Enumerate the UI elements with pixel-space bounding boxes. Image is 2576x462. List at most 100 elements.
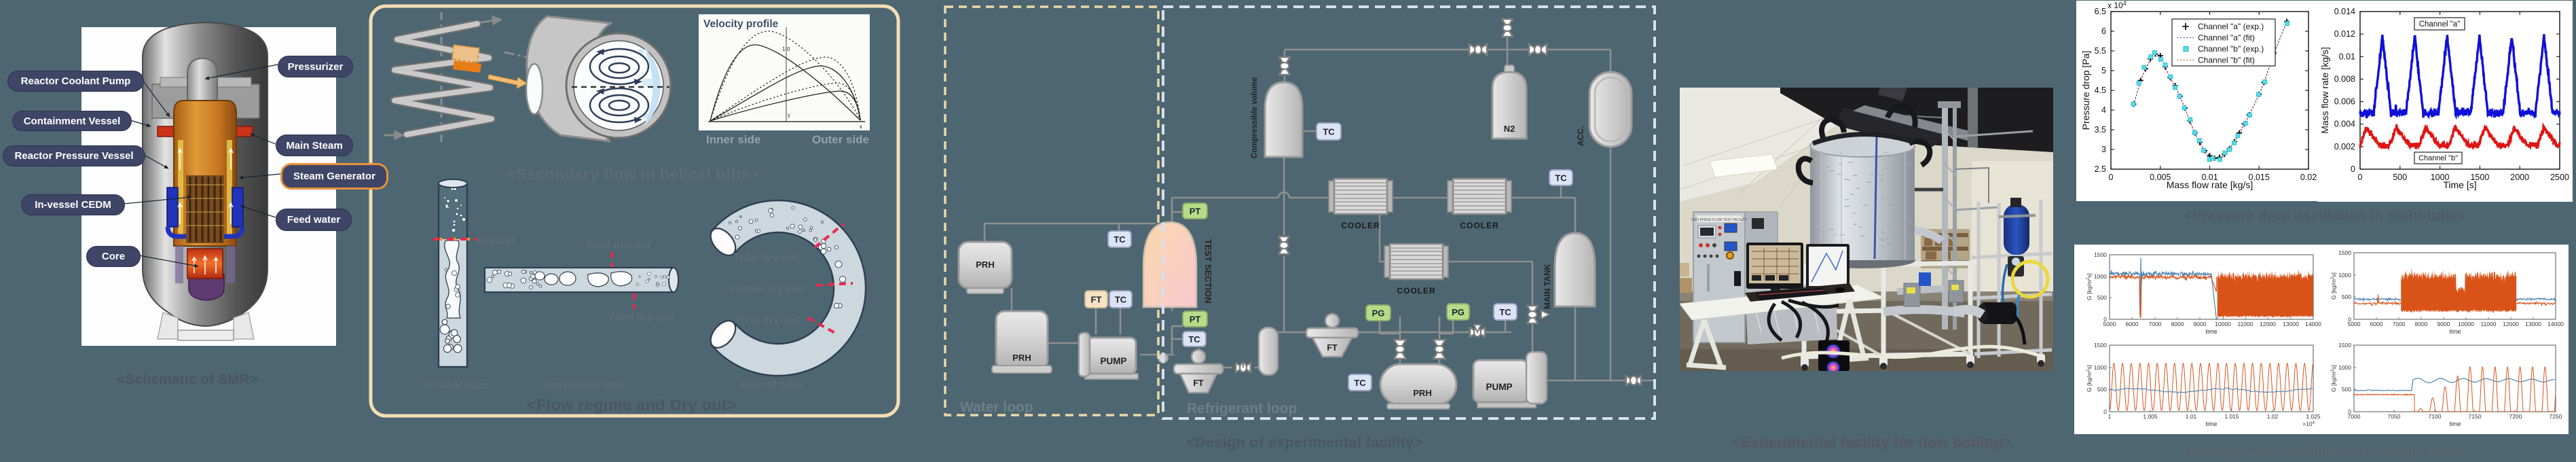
svg-text:2.5: 2.5 xyxy=(2095,164,2106,174)
svg-text:0.01: 0.01 xyxy=(2339,52,2355,61)
svg-text:FT: FT xyxy=(1091,295,1102,305)
svg-text:1.01: 1.01 xyxy=(2186,413,2197,420)
svg-text:Time [s]: Time [s] xyxy=(2443,179,2476,190)
svg-text:0.015: 0.015 xyxy=(2249,173,2270,182)
svg-text:MAIN TANK: MAIN TANK xyxy=(1543,264,1552,309)
svg-text:Channel "b" (exp.): Channel "b" (exp.) xyxy=(2198,44,2264,54)
svg-text:Helical tube: Helical tube xyxy=(740,379,803,391)
svg-text:Vertical tube: Vertical tube xyxy=(422,379,489,391)
svg-text:14000: 14000 xyxy=(2547,321,2564,327)
svg-text:Channel "a": Channel "a" xyxy=(2419,20,2461,29)
svg-text:11000: 11000 xyxy=(2480,321,2496,327)
svg-text:0.002: 0.002 xyxy=(2334,142,2355,152)
svg-text:0: 0 xyxy=(2348,408,2351,415)
svg-text:First dry-out: First dry-out xyxy=(736,315,801,326)
svg-text:0.014: 0.014 xyxy=(2334,7,2355,16)
svg-text:Mass flow rate [kg/s]: Mass flow rate [kg/s] xyxy=(2167,179,2253,190)
svg-text:14000: 14000 xyxy=(2305,321,2321,327)
svg-text:1000: 1000 xyxy=(2338,272,2351,279)
svg-text:1.005: 1.005 xyxy=(2143,413,2158,420)
svg-text:PUMP: PUMP xyxy=(1486,382,1512,392)
svg-text:Outer side: Outer side xyxy=(812,133,869,146)
svg-text:TC: TC xyxy=(1114,234,1126,245)
svg-text:5000: 5000 xyxy=(2103,321,2116,327)
svg-text:7250: 7250 xyxy=(2550,413,2562,420)
svg-text:Pressure drop [Pa]: Pressure drop [Pa] xyxy=(2080,51,2091,130)
svg-text:4: 4 xyxy=(2101,105,2106,115)
svg-text:3: 3 xyxy=(2101,145,2106,154)
svg-text:TC: TC xyxy=(1555,173,1567,183)
svg-text:TEST SECTION: TEST SECTION xyxy=(1203,239,1213,304)
svg-text:7000: 7000 xyxy=(2393,321,2406,327)
svg-text:1: 1 xyxy=(2108,413,2112,420)
svg-text:Water loop: Water loop xyxy=(960,399,1033,415)
svg-text:0.004: 0.004 xyxy=(2334,120,2355,129)
svg-text:12000: 12000 xyxy=(2503,321,2519,327)
svg-text:COOLER: COOLER xyxy=(1460,221,1498,230)
svg-text:PRH: PRH xyxy=(1413,388,1431,398)
svg-text:COOLER: COOLER xyxy=(1397,286,1435,296)
svg-text:7000: 7000 xyxy=(2348,413,2361,420)
svg-text:7100: 7100 xyxy=(2429,413,2442,420)
svg-text:Total dry-out: Total dry-out xyxy=(733,252,799,264)
svg-text:PRH: PRH xyxy=(976,260,994,270)
svg-text:1·0: 1·0 xyxy=(782,46,790,52)
svg-text:Total dry-out: Total dry-out xyxy=(608,312,674,323)
svg-text:0: 0 xyxy=(2103,316,2107,323)
svg-text:2000: 2000 xyxy=(2510,173,2529,182)
svg-text:FT: FT xyxy=(1327,343,1338,353)
svg-text:0.006: 0.006 xyxy=(2334,97,2355,107)
svg-text:5: 5 xyxy=(2101,66,2106,75)
svg-text:PT: PT xyxy=(1190,207,1201,217)
svg-text:x 104: x 104 xyxy=(2108,0,2127,10)
svg-text:1500: 1500 xyxy=(2338,249,2351,256)
svg-text:Channel "b" (fit): Channel "b" (fit) xyxy=(2198,56,2255,65)
svg-text:PUMP: PUMP xyxy=(1100,356,1126,366)
svg-text:Channel "a" (fit): Channel "a" (fit) xyxy=(2198,33,2255,43)
svg-text:500: 500 xyxy=(2097,294,2107,301)
svg-text:0: 0 xyxy=(2351,164,2355,174)
svg-text:5000: 5000 xyxy=(2348,321,2361,327)
svg-text:1.025: 1.025 xyxy=(2306,413,2321,420)
svg-text:1500: 1500 xyxy=(2338,342,2351,349)
svg-text:7200: 7200 xyxy=(2509,413,2522,420)
svg-text:6000: 6000 xyxy=(2370,321,2383,327)
svg-text:time: time xyxy=(2449,328,2461,335)
svg-text:500: 500 xyxy=(2097,386,2107,393)
svg-text:PT: PT xyxy=(1190,315,1201,325)
svg-text:1.02: 1.02 xyxy=(2267,413,2279,420)
svg-text:First dry-out: First dry-out xyxy=(587,240,651,251)
svg-text:6.5: 6.5 xyxy=(2095,7,2106,16)
svg-text:N2: N2 xyxy=(1504,124,1515,134)
svg-text:6000: 6000 xyxy=(2126,321,2139,327)
svg-text:G [kg/m2s]: G [kg/m2s] xyxy=(2086,273,2093,300)
svg-text:0: 0 xyxy=(2358,173,2363,182)
svg-text:TC: TC xyxy=(1115,295,1127,305)
svg-text:8000: 8000 xyxy=(2171,321,2184,327)
svg-text:500: 500 xyxy=(2342,386,2351,393)
svg-text:time: time xyxy=(2205,421,2217,427)
svg-text:4.5: 4.5 xyxy=(2095,86,2106,95)
svg-text:×104: ×104 xyxy=(2302,421,2315,427)
svg-text:Channel "b": Channel "b" xyxy=(2418,154,2458,162)
svg-text:Velocity profile: Velocity profile xyxy=(703,18,779,30)
svg-text:1000: 1000 xyxy=(2338,364,2351,371)
svg-text:7000: 7000 xyxy=(2149,321,2162,327)
svg-text:500: 500 xyxy=(2393,173,2407,182)
svg-text:8000: 8000 xyxy=(2415,321,2428,327)
svg-text:x: x xyxy=(860,124,862,130)
svg-text:Mass flow rate [kg/s]: Mass flow rate [kg/s] xyxy=(2319,47,2330,134)
svg-text:1500: 1500 xyxy=(2470,173,2489,182)
svg-text:Channel "a" (exp.): Channel "a" (exp.) xyxy=(2198,22,2264,31)
svg-text:1500: 1500 xyxy=(2094,251,2107,258)
svg-text:0: 0 xyxy=(2109,173,2114,182)
svg-text:Partial dry-out: Partial dry-out xyxy=(731,283,805,295)
svg-text:Dry-out: Dry-out xyxy=(477,235,516,247)
svg-text:0.02: 0.02 xyxy=(2300,173,2317,182)
svg-text:10000: 10000 xyxy=(2458,321,2474,327)
svg-text:TC: TC xyxy=(1499,307,1511,317)
svg-text:9000: 9000 xyxy=(2437,321,2450,327)
svg-text:0.012: 0.012 xyxy=(2334,29,2355,39)
svg-text:TC: TC xyxy=(1323,127,1335,137)
svg-text:G [kg/m2s]: G [kg/m2s] xyxy=(2330,272,2337,300)
